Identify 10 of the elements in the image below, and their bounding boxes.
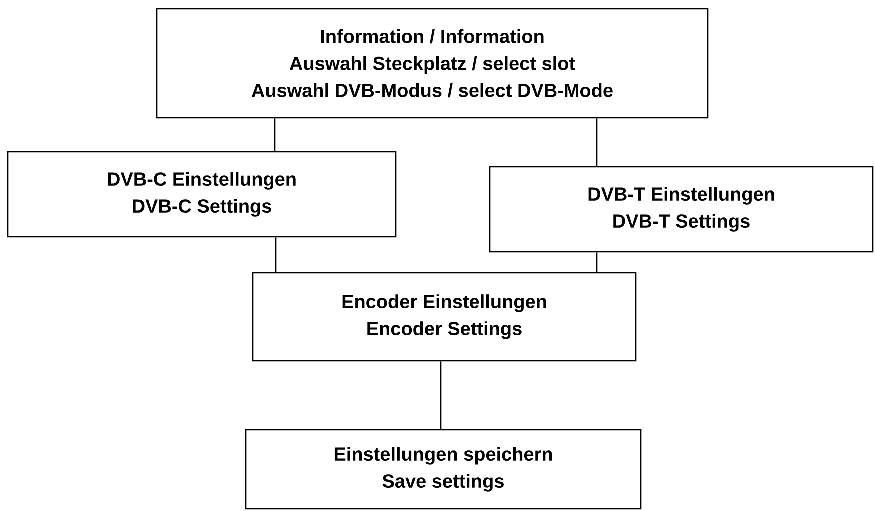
process-box: Encoder Einstellungen Encoder Settings xyxy=(252,272,637,362)
connector-line xyxy=(274,118,276,152)
process-box: DVB-T Einstellungen DVB-T Settings xyxy=(489,166,874,253)
process-box: Information / Information Auswahl Steckplatz / select slot Auswahl DVB-Modus / select DVB-Mode xyxy=(156,8,709,119)
connector-line xyxy=(596,118,598,166)
connector-line xyxy=(440,362,442,430)
connector-line xyxy=(596,252,598,272)
connector-line xyxy=(275,238,277,272)
process-box: DVB-C Einstellungen DVB-C Settings xyxy=(7,151,397,238)
process-box: Einstellungen speichern Save settings xyxy=(245,429,642,510)
